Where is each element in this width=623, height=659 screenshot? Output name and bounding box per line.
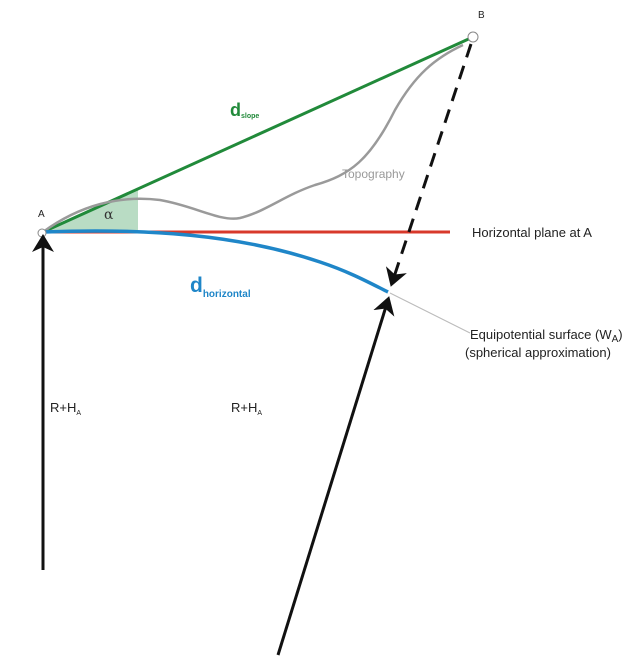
point-b-label: B bbox=[478, 10, 485, 21]
radius-left-sub: A bbox=[76, 410, 81, 417]
angle-alpha-label: α bbox=[104, 207, 114, 223]
point-a-marker bbox=[37, 228, 47, 238]
d-slope-sub: slope bbox=[241, 113, 259, 120]
d-slope-main: d bbox=[230, 100, 241, 120]
radius-center-label: R+HA bbox=[231, 400, 262, 417]
topography-label: Topography bbox=[342, 167, 405, 181]
horizontal-plane-label: Horizontal plane at A bbox=[472, 225, 592, 240]
equipotential-line1-sub: A bbox=[612, 334, 619, 345]
radius-left-main: R+H bbox=[50, 400, 76, 415]
d-horizontal-main: d bbox=[190, 274, 203, 297]
radius-left-label: R+HA bbox=[50, 400, 81, 417]
radius-arrow-b bbox=[276, 296, 395, 656]
slope-line bbox=[42, 35, 474, 234]
d-slope-label: dslope bbox=[230, 100, 259, 120]
point-a-label: A bbox=[38, 209, 45, 220]
radius-center-sub: A bbox=[257, 410, 262, 417]
point-b-marker bbox=[467, 31, 479, 43]
equipotential-label-line1: Equipotential surface (WA) bbox=[470, 327, 623, 345]
d-horizontal-label: dhorizontal bbox=[190, 274, 251, 300]
equipotential-line1-end: ) bbox=[618, 327, 622, 342]
radius-center-main: R+H bbox=[231, 400, 257, 415]
dashed-plumb-line bbox=[385, 43, 473, 287]
equipotential-line1-text: Equipotential surface (W bbox=[470, 327, 612, 342]
d-horizontal-sub: horizontal bbox=[203, 289, 251, 300]
equipotential-curve bbox=[42, 229, 389, 294]
equipotential-leader-line bbox=[389, 292, 471, 334]
topography-curve bbox=[42, 43, 464, 234]
equipotential-label-line2: (spherical approximation) bbox=[465, 345, 611, 360]
